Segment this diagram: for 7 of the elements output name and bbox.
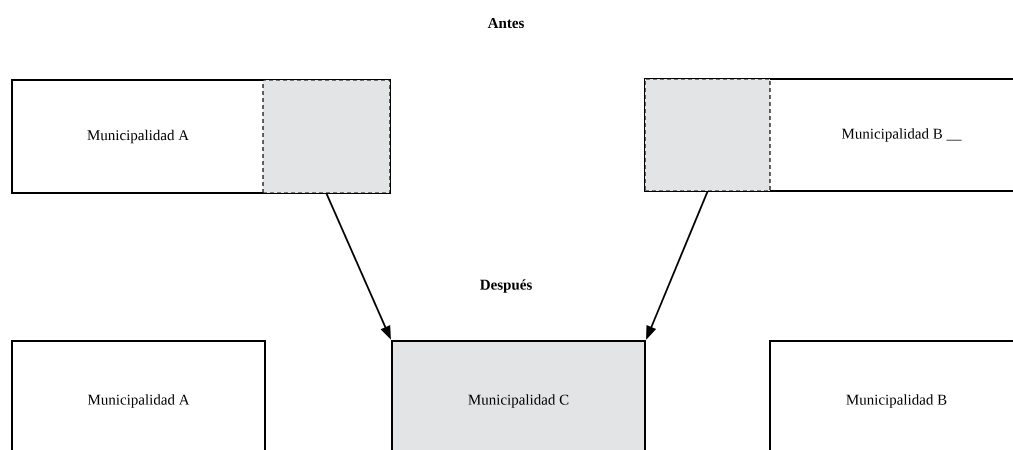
shaded-region [644, 78, 771, 192]
section-heading: Antes [487, 18, 524, 28]
municipality-box: Municipalidad B [769, 340, 1013, 450]
municipality-box: Municipalidad A [11, 340, 266, 450]
section-heading: Después [480, 279, 532, 293]
municipality-box: Municipalidad C [391, 340, 646, 450]
shaded-region [262, 79, 391, 194]
